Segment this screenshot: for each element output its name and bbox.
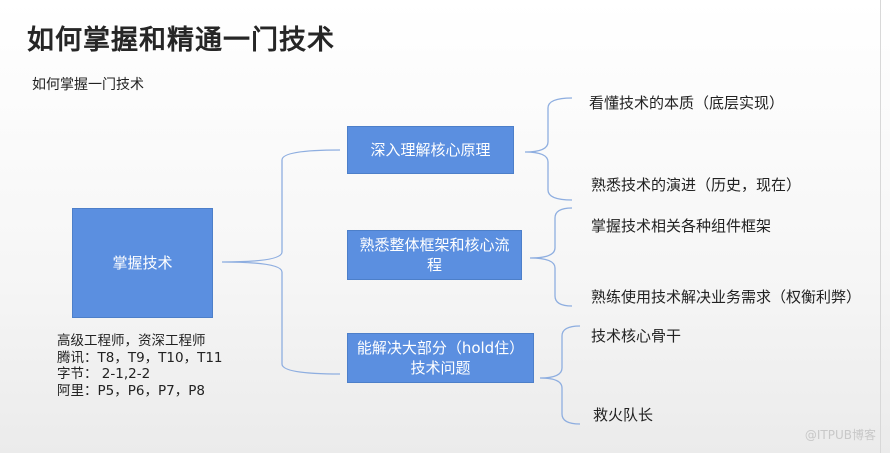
leaf-3-2: 救火队长 [593, 406, 654, 424]
leaf-2-2: 熟练使用技术解决业务需求（权衡利弊） [591, 288, 862, 306]
brace-3 [539, 325, 581, 425]
leaf-2-1: 掌握技术相关各种组件框架 [591, 217, 772, 235]
slide-edge [880, 0, 881, 453]
subtitle: 如何掌握一门技术 [32, 77, 144, 93]
note-line: 阿里：P5，P6，P7，P8 [57, 382, 205, 399]
page-title: 如何掌握和精通一门技术 [27, 25, 335, 56]
brace-1 [524, 97, 573, 201]
leaf-3-1: 技术核心骨干 [591, 327, 682, 345]
note-line: 腾讯：T8，T9，T10，T11 [57, 349, 223, 366]
leaf-1-1: 看懂技术的本质（底层实现） [589, 94, 785, 112]
note-line: 字节： 2-1,2-2 [57, 366, 151, 382]
leaf-1-2: 熟悉技术的演进（历史，现在） [591, 176, 802, 194]
note-line: 高级工程师，资深工程师 [57, 333, 206, 349]
branch-node-3: 能解决大部分（hold住）技术问题 [347, 333, 534, 383]
level-notes: 高级工程师，资深工程师 腾讯：T8，T9，T10，T11 字节： 2-1,2-2… [57, 333, 223, 399]
brace-2 [529, 207, 573, 307]
watermark: @ITPUB博客 [804, 428, 876, 442]
root-node: 掌握技术 [72, 208, 213, 318]
branch-node-2: 熟悉整体框架和核心流程 [347, 230, 522, 280]
branch-node-1: 深入理解核心原理 [347, 126, 514, 174]
root-brace [221, 149, 341, 375]
